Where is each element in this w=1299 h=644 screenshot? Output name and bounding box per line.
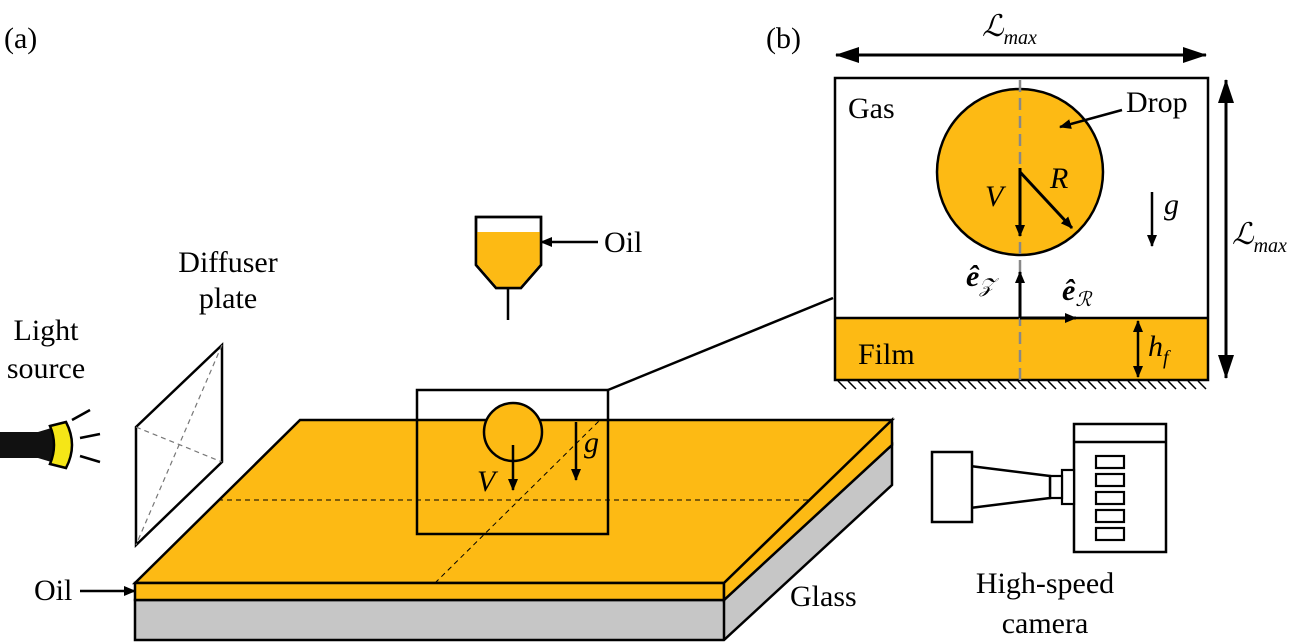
hatch-mark <box>1107 380 1117 390</box>
width-label: ℒmax <box>982 9 1037 49</box>
hatch-mark <box>1057 380 1067 390</box>
hatch-mark <box>1137 380 1147 390</box>
oil-film <box>131 417 896 603</box>
hatch-mark <box>1197 380 1207 390</box>
drop-velocity-label: V <box>985 180 1007 213</box>
diffuser-label-line2: plate <box>199 282 257 315</box>
hatch-mark <box>1167 380 1177 390</box>
radius-label: R <box>1049 162 1068 195</box>
hatch-mark <box>987 380 997 390</box>
hatch-mark <box>1027 380 1037 390</box>
hatch-mark <box>937 380 947 390</box>
syringe-oil-label: Oil <box>604 226 642 259</box>
hatch-mark <box>977 380 987 390</box>
inset-gravity-label: g <box>584 426 599 459</box>
gas-label: Gas <box>848 92 895 125</box>
diffuser-label-line1: Diffuser <box>178 246 277 279</box>
hatch-mark <box>1117 380 1127 390</box>
hatch-mark <box>1047 380 1057 390</box>
hatch-mark <box>857 380 867 390</box>
oil-syringe <box>474 215 543 320</box>
hatch-mark <box>1187 380 1197 390</box>
hatch-mark <box>1147 380 1157 390</box>
light-source-label-line1: Light <box>14 314 80 347</box>
hatch-mark <box>1007 380 1017 390</box>
hatch-mark <box>837 380 847 390</box>
hatch-mark <box>1067 380 1077 390</box>
film-oil-label: Oil <box>34 574 72 607</box>
radius-arrow <box>1018 170 1074 230</box>
panel-b-label: (b) <box>766 22 801 55</box>
er-label: êℛ <box>1062 274 1093 311</box>
wall-hatching <box>837 380 1207 390</box>
hatch-mark <box>887 380 897 390</box>
inset-velocity-label: V <box>477 465 499 498</box>
panel-a-label: (a) <box>4 22 37 55</box>
drop-pointer-arrow <box>1059 108 1123 129</box>
hatch-mark <box>1077 380 1087 390</box>
hatch-mark <box>917 380 927 390</box>
zoom-line <box>607 296 834 392</box>
film-label: Film <box>858 338 915 371</box>
light-source <box>0 408 101 470</box>
height-label: ℒmax <box>1232 217 1287 257</box>
hatch-mark <box>927 380 937 390</box>
light-rays <box>71 408 101 464</box>
inset-box <box>415 388 610 536</box>
hatch-mark <box>1087 380 1097 390</box>
hatch-mark <box>1097 380 1107 390</box>
camera-label-line1: High-speed <box>976 567 1114 600</box>
glass-label: Glass <box>790 580 857 613</box>
hatch-mark <box>867 380 877 390</box>
hatch-mark <box>897 380 907 390</box>
hatch-mark <box>877 380 887 390</box>
camera-label-line2: camera <box>1002 607 1089 640</box>
hatch-mark <box>997 380 1007 390</box>
diffuser-plate <box>134 342 224 548</box>
drop-label: Drop <box>1126 86 1188 119</box>
hatch-mark <box>847 380 857 390</box>
hatch-mark <box>1017 380 1027 390</box>
hatch-mark <box>1177 380 1187 390</box>
ez-label: ê𝒵 <box>966 260 999 297</box>
film-layer <box>835 318 1208 380</box>
hatch-mark <box>1157 380 1167 390</box>
hatch-mark <box>907 380 917 390</box>
hatch-mark <box>947 380 957 390</box>
flashlight-handle <box>0 432 38 458</box>
gravity-label: g <box>1164 188 1179 221</box>
high-speed-camera <box>930 422 1168 554</box>
hatch-mark <box>957 380 967 390</box>
light-bulb <box>48 420 74 470</box>
film-thickness-label: hf <box>1148 330 1171 369</box>
hatch-mark <box>967 380 977 390</box>
hatch-mark <box>1127 380 1137 390</box>
light-source-label-line2: source <box>7 352 85 385</box>
hatch-mark <box>1037 380 1047 390</box>
